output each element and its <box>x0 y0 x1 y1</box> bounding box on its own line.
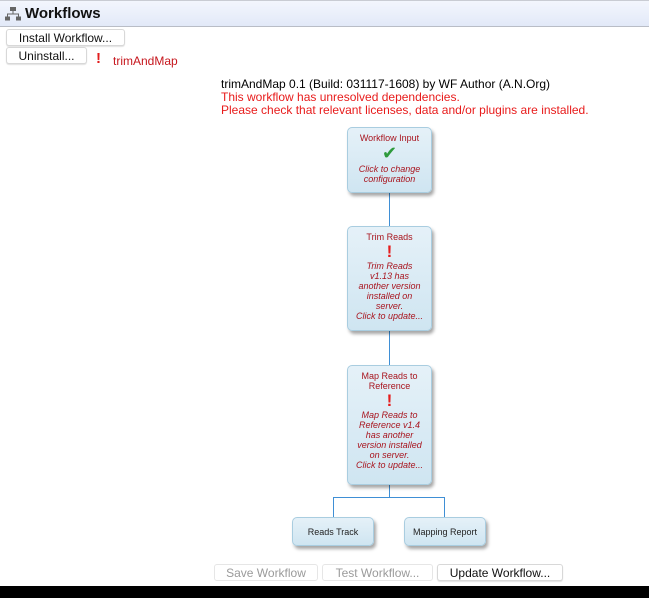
node-message: Map Reads to Reference v1.4 has another … <box>355 410 424 470</box>
connector-line <box>333 497 334 517</box>
exclamation-icon: ! <box>386 391 393 410</box>
node-title: Reads Track <box>307 526 359 537</box>
node-title: Trim Reads <box>366 232 413 242</box>
node-title: Mapping Report <box>412 526 478 537</box>
save-workflow-button[interactable]: Save Workflow <box>214 564 318 581</box>
checkmark-icon: ✔ <box>381 143 398 163</box>
uninstall-button[interactable]: Uninstall... <box>6 47 87 64</box>
dependency-warning-detail: Please check that relevant licenses, dat… <box>221 103 589 117</box>
panel-header: Workflows <box>0 0 649 27</box>
node-reads-track[interactable]: Reads Track <box>292 517 374 546</box>
connector-line <box>333 497 445 498</box>
dependency-warning: This workflow has unresolved dependencie… <box>221 90 460 104</box>
selected-workflow-name[interactable]: trimAndMap <box>113 54 178 68</box>
node-message: Click to change configuration <box>358 164 421 184</box>
connector-line <box>389 331 390 366</box>
workflow-summary: trimAndMap 0.1 (Build: 031117-1608) by W… <box>221 77 551 91</box>
node-workflow-input[interactable]: Workflow Input ✔ Click to change configu… <box>347 127 432 193</box>
node-message: Trim Reads v1.13 has another version ins… <box>355 261 424 321</box>
window-bottom-edge <box>0 586 649 598</box>
node-title: Workflow Input <box>359 133 420 143</box>
install-workflow-button[interactable]: Install Workflow... <box>6 29 125 46</box>
test-workflow-button[interactable]: Test Workflow... <box>322 564 433 581</box>
exclamation-icon: ! <box>96 50 101 67</box>
exclamation-icon: ! <box>386 242 393 261</box>
node-trim-reads[interactable]: Trim Reads ! Trim Reads v1.13 has anothe… <box>347 226 432 331</box>
node-title: Map Reads to Reference <box>361 371 418 391</box>
workflow-info: trimAndMap 0.1 (Build: 031117-1608) by W… <box>221 78 589 117</box>
workflow-tree-icon <box>5 6 21 20</box>
connector-line <box>389 484 390 498</box>
node-map-reads-to-reference[interactable]: Map Reads to Reference ! Map Reads to Re… <box>347 365 432 485</box>
connector-line <box>389 193 390 227</box>
panel-title: Workflows <box>25 5 101 22</box>
connector-line <box>444 497 445 517</box>
node-mapping-report[interactable]: Mapping Report <box>404 517 486 546</box>
update-workflow-button[interactable]: Update Workflow... <box>437 564 563 581</box>
